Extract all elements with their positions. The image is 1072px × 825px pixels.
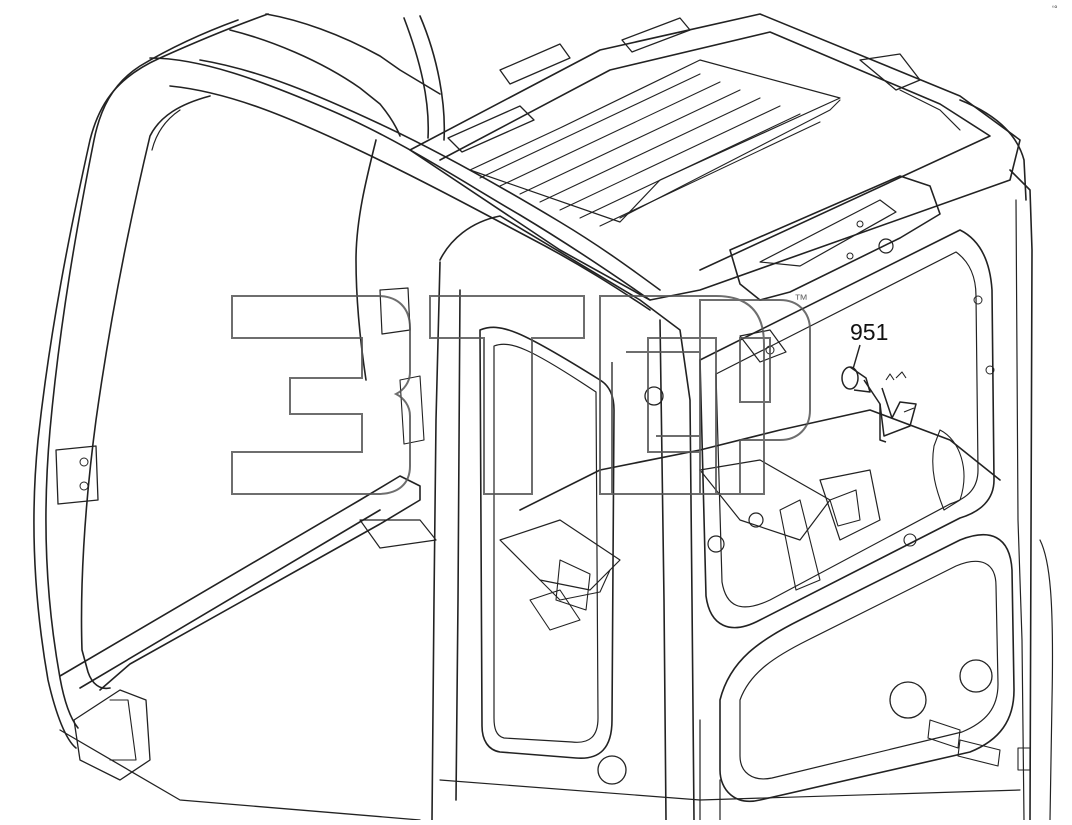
front-window-edge [80, 95, 211, 690]
front-left-pillar-inner [45, 19, 239, 729]
rear-pillar [403, 15, 446, 141]
rear-bracket [729, 175, 941, 301]
left-lower-frame [59, 475, 421, 691]
watermark-glyph-t [429, 295, 585, 495]
roof-front-rail [149, 57, 651, 301]
corner-mark: ‘° [1052, 4, 1058, 14]
callout-951-label[interactable]: 951 [850, 319, 888, 345]
part-951-component [841, 366, 917, 443]
watermark-glyph-3 [231, 295, 411, 495]
callout-951-leader [852, 344, 861, 370]
watermark-glyph-d [599, 295, 765, 495]
door-opening [479, 326, 615, 759]
watermark-glyph-p2 [699, 299, 811, 495]
rear-window-frame [699, 229, 995, 629]
roof-top-rail [265, 13, 441, 95]
rear-lower-panel [719, 533, 1015, 803]
watermark: ™ [231, 291, 811, 495]
cab-frame [33, 13, 1054, 821]
roof-panel [409, 13, 1021, 301]
watermark-tm: ™ [794, 291, 808, 307]
middle-pillar [439, 215, 695, 821]
